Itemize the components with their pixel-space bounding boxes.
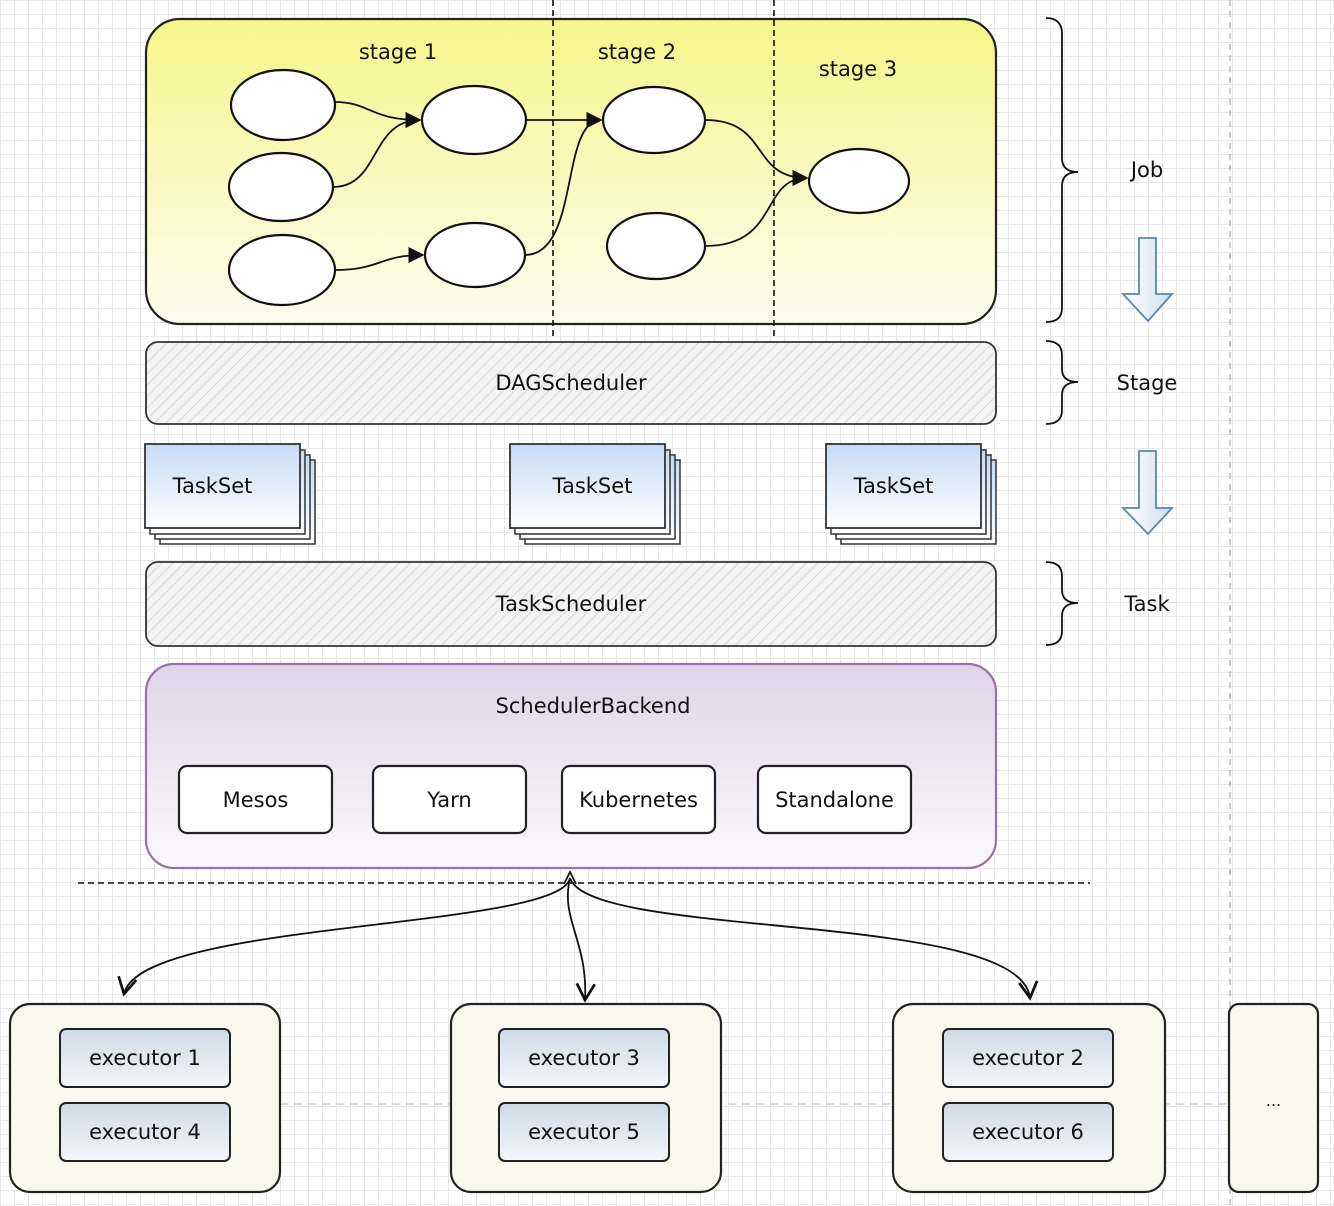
backend-standalone: Standalone (775, 787, 894, 812)
rdd-node (227, 151, 335, 223)
rdd-node (601, 85, 707, 155)
level-label-task: Task (1124, 592, 1170, 616)
backend-kubernetes: Kubernetes (579, 787, 698, 812)
taskset-label-1: TaskSet (172, 474, 253, 498)
level-label-job: Job (1130, 158, 1164, 182)
task-scheduler-box (145, 561, 997, 647)
backend-yarn: Yarn (427, 787, 472, 812)
executor-label: executor 4 (89, 1120, 201, 1144)
taskset-stack-2 (509, 443, 681, 545)
level-braces (1045, 17, 1079, 646)
dag-edges (332, 101, 809, 271)
dag-scheduler-label: DAGScheduler (495, 371, 647, 395)
executor-label: executor 6 (972, 1120, 1084, 1144)
dag-scheduler-box (145, 341, 997, 425)
backend-boxes (177, 764, 913, 835)
executor-label: executor 2 (972, 1046, 1084, 1070)
down-arrow-icon (1120, 450, 1175, 536)
stage-label-3: stage 3 (818, 57, 898, 81)
backend-mesos: Mesos (222, 787, 289, 812)
rdd-node (605, 211, 707, 281)
executor-label: executor 1 (89, 1046, 201, 1070)
scheduler-backend-title: SchedulerBackend (495, 694, 691, 718)
task-scheduler-label: TaskScheduler (495, 592, 647, 616)
taskset-label-3: TaskSet (853, 474, 934, 498)
more-workers-ellipsis: ... (1265, 1090, 1282, 1110)
taskset-stack-1 (144, 443, 316, 545)
rdd-node (229, 68, 337, 142)
level-label-stage: Stage (1116, 371, 1178, 395)
stage-label-1: stage 1 (358, 40, 438, 64)
rdd-node (420, 84, 528, 156)
down-arrow-icon (1120, 237, 1175, 323)
rdd-node (807, 147, 911, 215)
executor-boxes (59, 1028, 1114, 1162)
taskset-stack-3 (825, 443, 997, 545)
rdd-node (227, 233, 337, 307)
stage-label-2: stage 2 (597, 40, 677, 64)
rdd-node (423, 221, 527, 289)
worker-connections (117, 869, 1039, 1003)
executor-label: executor 5 (528, 1120, 640, 1144)
taskset-label-2: TaskSet (552, 474, 633, 498)
executor-label: executor 3 (528, 1046, 640, 1070)
